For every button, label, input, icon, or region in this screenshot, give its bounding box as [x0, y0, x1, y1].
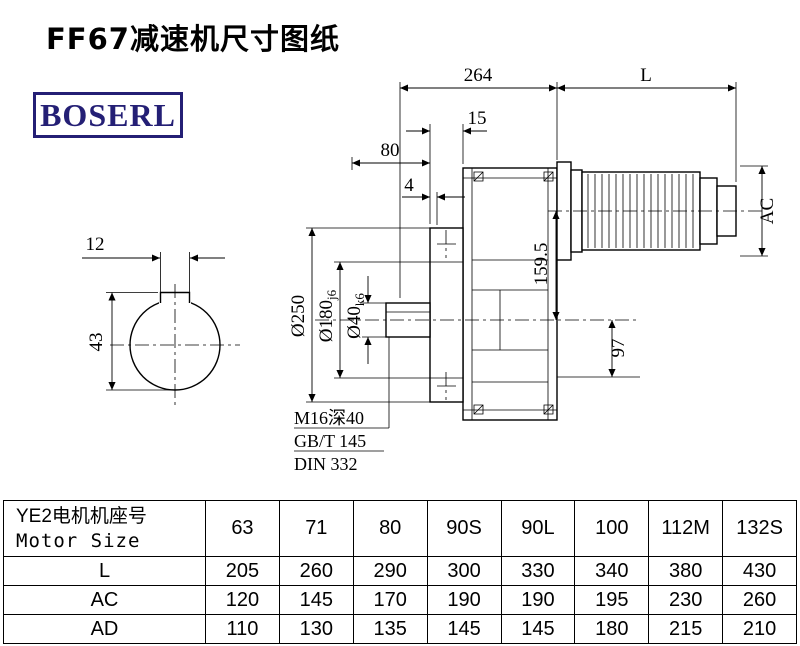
table-cell: 300 — [426, 556, 502, 586]
motor-size-table: YE2电机机座号 Motor Size 63 71 80 90S 90L 100… — [3, 500, 797, 644]
gearbox-housing — [462, 167, 558, 421]
table-cell: 170 — [352, 585, 428, 615]
motor-size-col: 71 — [278, 500, 354, 557]
page-title: FF67减速机尺寸图纸 — [46, 22, 340, 56]
row-label: AD — [3, 614, 206, 644]
table-cell: 210 — [722, 614, 797, 644]
table-cell: 135 — [352, 614, 428, 644]
table-cell: 145 — [500, 614, 576, 644]
motor-size-col: 112M — [648, 500, 724, 557]
table-cell: 130 — [278, 614, 354, 644]
table-cell: 380 — [648, 556, 724, 586]
dim-AC-label: AC — [757, 198, 778, 224]
table-cell: 215 — [648, 614, 724, 644]
dim-spigot-fit: j6 — [324, 289, 339, 301]
table-cell: 110 — [205, 614, 280, 644]
table-header-cn: YE2电机机座号 — [16, 505, 147, 527]
housing-bolt-symbols — [473, 171, 554, 415]
row-label: AC — [3, 585, 206, 615]
dim-axis-height-label: 159.5 — [531, 243, 552, 286]
motor-size-col: 80 — [352, 500, 428, 557]
motor-size-col: 100 — [574, 500, 650, 557]
dim-97-label: 97 — [608, 339, 629, 358]
table-cell: 260 — [278, 556, 354, 586]
dim-shaft-base: Ø40 — [344, 306, 365, 339]
table-cell: 120 — [205, 585, 280, 615]
dim-motor-length-label: L — [640, 65, 652, 86]
table-cell: 260 — [722, 585, 797, 615]
end-view-centerlines — [110, 284, 240, 406]
dim-15-label: 15 — [468, 108, 487, 129]
table-row-AC: AC 120 145 170 190 190 195 230 260 — [3, 585, 797, 615]
motor-size-col: 90L — [500, 500, 576, 557]
dim-flange-od-label: Ø250 — [288, 295, 309, 337]
dim-key-width-label: 12 — [86, 234, 105, 255]
table-cell: 230 — [648, 585, 724, 615]
table-cell: 145 — [278, 585, 354, 615]
axis-centerlines — [315, 210, 762, 321]
table-row-AD: AD 110 130 135 145 145 180 215 210 — [3, 614, 797, 644]
table-cell: 145 — [426, 614, 502, 644]
end-view-extension-lines — [106, 252, 190, 391]
dim-shaft-label: Ø40k6 — [344, 293, 367, 339]
flange-detail-lines — [430, 243, 463, 387]
brand-logo: BOSERL — [33, 92, 183, 138]
motor-size-col: 63 — [205, 500, 280, 557]
dim-spigot-label: Ø180j6 — [316, 289, 339, 342]
table-cell: 195 — [574, 585, 650, 615]
mounting-flange — [429, 227, 464, 403]
table-header-cell: YE2电机机座号 Motor Size — [3, 500, 206, 557]
shaft-end-view: 12 43 — [82, 234, 240, 406]
note-standard-din: DIN 332 — [294, 454, 358, 474]
motor-size-col: 90S — [426, 500, 502, 557]
main-view — [315, 161, 762, 421]
note-leader-lines — [294, 337, 390, 452]
dim-overall-label: 264 — [464, 65, 493, 86]
dim-spigot-base: Ø180 — [316, 300, 337, 342]
dimensions: 264 L 15 80 4 AC 159.5 97 Ø250 Ø180j6 Ø4… — [288, 65, 778, 474]
table-cell: 290 — [352, 556, 428, 586]
table-cell: 190 — [426, 585, 502, 615]
table-row-L: L 205 260 290 300 330 340 380 430 — [3, 556, 797, 586]
table-cell: 330 — [500, 556, 576, 586]
table-header-row: YE2电机机座号 Motor Size 63 71 80 90S 90L 100… — [3, 500, 797, 557]
table-cell: 190 — [500, 585, 576, 615]
dim-key-depth-label: 43 — [86, 333, 107, 352]
table-cell: 430 — [722, 556, 797, 586]
table-cell: 340 — [574, 556, 650, 586]
note-tap-size: M16深40 — [294, 408, 364, 428]
dim-80-label: 80 — [381, 140, 400, 161]
note-standard-gbt: GB/T 145 — [294, 431, 366, 451]
dim-4-label: 4 — [404, 175, 414, 196]
row-label: L — [3, 556, 206, 586]
table-cell: 205 — [205, 556, 280, 586]
dim-shaft-fit: k6 — [352, 293, 367, 307]
table-header-en: Motor Size — [16, 529, 141, 552]
table-cell: 180 — [574, 614, 650, 644]
motor-size-col: 132S — [722, 500, 797, 557]
brand-logo-text: BOSERL — [40, 96, 176, 133]
